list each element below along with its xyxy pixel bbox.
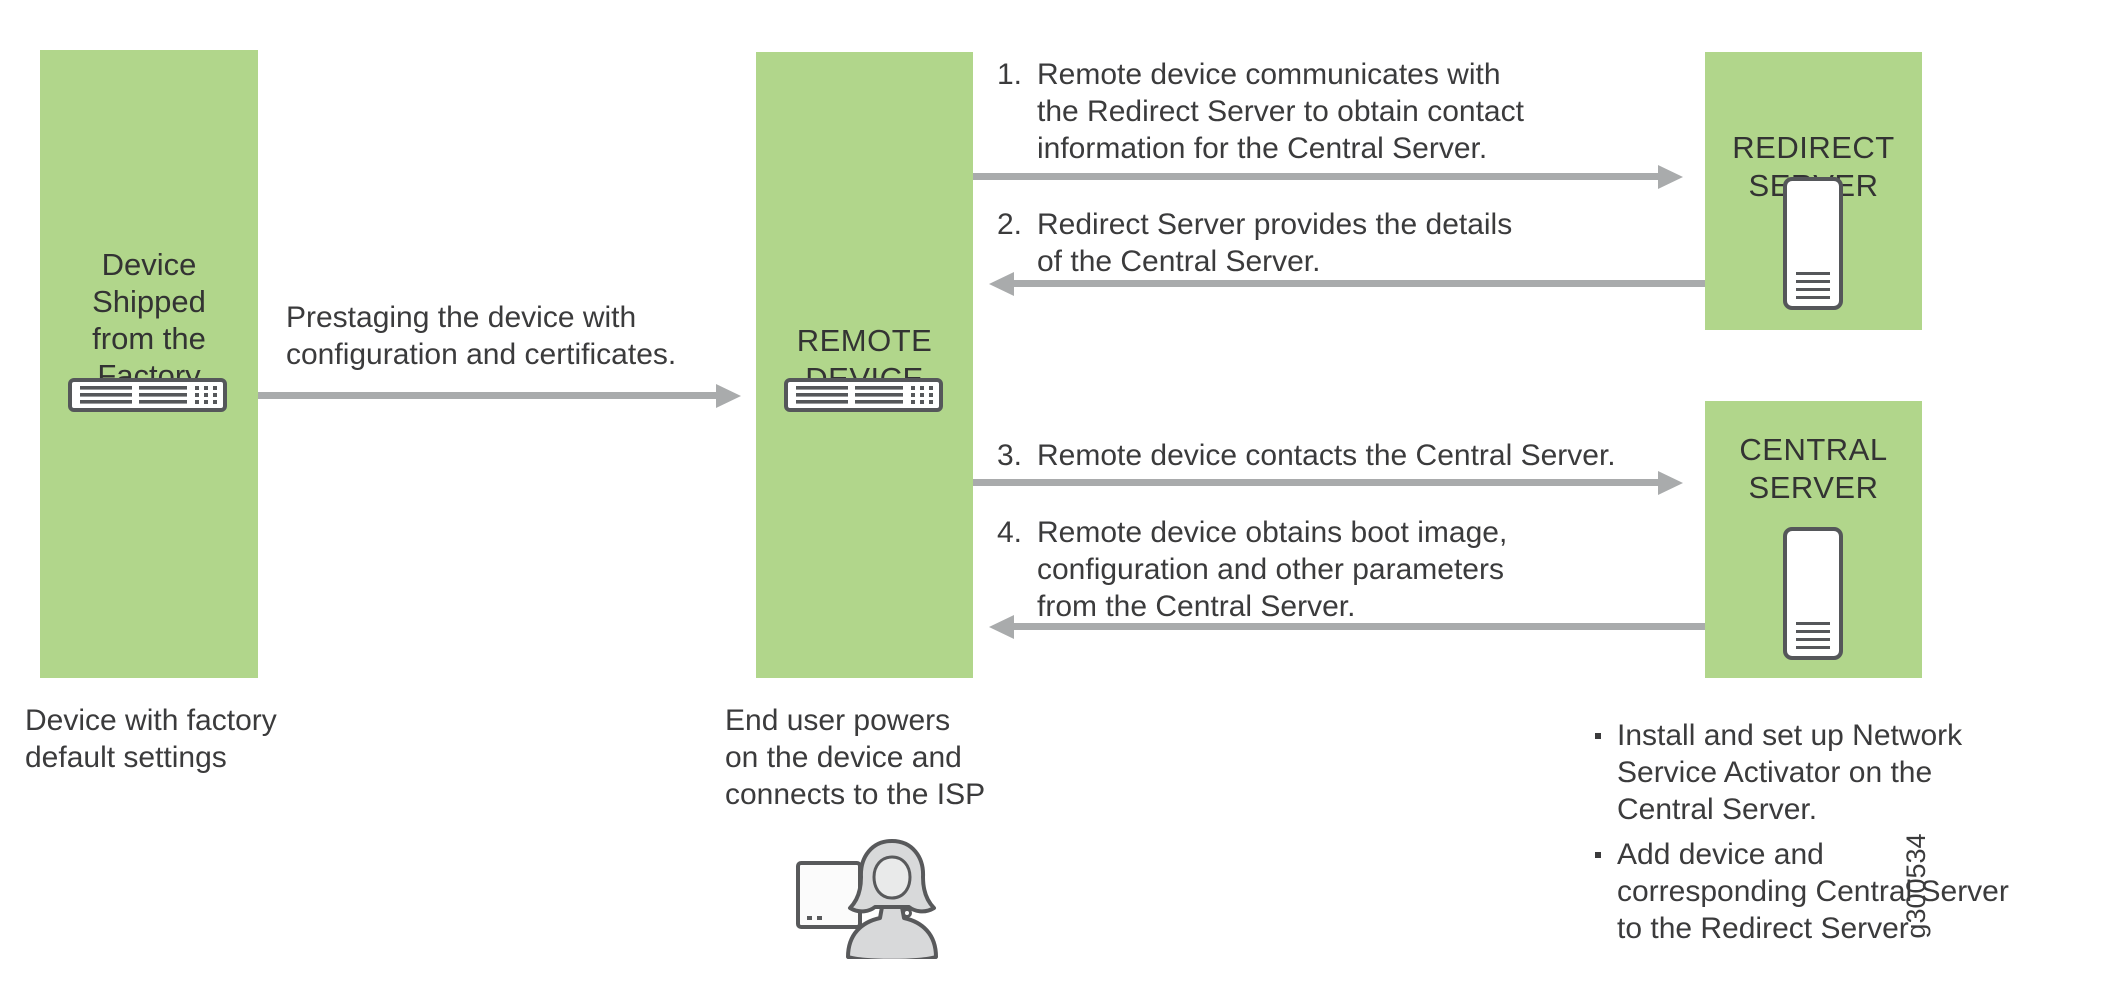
remote-label-line: REMOTE — [796, 323, 933, 358]
step-4-text: 4. Remote device obtains boot image, con… — [997, 514, 1507, 625]
note-line: Service Activator on the — [1617, 756, 1933, 789]
step-3-arrow — [973, 470, 1683, 495]
factory-label-line: Shipped — [92, 284, 206, 319]
end-user-caption: End user powers on the device and connec… — [725, 702, 985, 813]
factory-caption-line: default settings — [25, 741, 227, 774]
step-4-arrow — [989, 614, 1705, 639]
step-2-number: 2. — [997, 208, 1023, 241]
step-3-text: 3. Remote device contacts the Central Se… — [997, 437, 1616, 474]
server-tower-icon — [1783, 177, 1843, 310]
step-4-line: from the Central Server. — [1037, 590, 1356, 623]
redirect-label-line: REDIRECT — [1732, 130, 1895, 165]
factory-label-line: Device — [101, 247, 197, 282]
step-2-text: 2. Redirect Server provides the details … — [997, 206, 1512, 280]
rack-device-icon — [68, 378, 227, 412]
end-user-caption-line: on the device and — [725, 741, 962, 774]
bullet-icon — [1595, 852, 1601, 858]
step-4-number: 4. — [997, 516, 1023, 549]
step-1-text: 1. Remote device communicates with the R… — [997, 56, 1524, 167]
redirect-server-box: REDIRECT SERVER — [1705, 52, 1922, 330]
prestage-label-line: configuration and certificates. — [286, 338, 677, 371]
central-box-label: CENTRAL SERVER — [1705, 431, 1922, 507]
factory-device-box: Device Shipped from the Factory — [40, 50, 258, 678]
step-1-line: the Redirect Server to obtain contact — [1037, 95, 1524, 128]
end-user-caption-line: End user powers — [725, 704, 951, 737]
step-3-number: 3. — [997, 439, 1023, 472]
note-line: to the Redirect Server — [1617, 912, 1909, 945]
step-2-line: Redirect Server provides the details — [1037, 208, 1513, 241]
note-line: Central Server. — [1617, 793, 1818, 826]
step-1-arrow — [973, 164, 1683, 189]
factory-label-line: from the — [92, 321, 206, 356]
step-1-line: information for the Central Server. — [1037, 132, 1488, 165]
step-4-line: configuration and other parameters — [1037, 553, 1504, 586]
note-line: Install and set up Network — [1617, 719, 1963, 752]
redirect-box-label: REDIRECT SERVER — [1705, 129, 1922, 205]
remote-device-box: REMOTE DEVICE — [756, 52, 973, 678]
note-add-device: Add device and corresponding Central Ser… — [1595, 836, 2009, 947]
factory-box-label: Device Shipped from the Factory — [40, 246, 258, 394]
note-install-nsa: Install and set up Network Service Activ… — [1595, 717, 2009, 828]
note-line: corresponding Central Server — [1617, 875, 2009, 908]
central-server-box: CENTRAL SERVER — [1705, 401, 1922, 678]
note-line: Add device and — [1617, 838, 1824, 871]
step-3-line: Remote device contacts the Central Serve… — [1037, 439, 1616, 472]
server-tower-icon — [1783, 527, 1843, 660]
bullet-icon — [1595, 733, 1601, 739]
step-2-arrow — [989, 271, 1705, 296]
central-server-notes: Install and set up Network Service Activ… — [1595, 717, 2009, 947]
rack-device-icon — [784, 378, 943, 412]
central-label-line: CENTRAL — [1739, 432, 1888, 467]
step-1-line: Remote device communicates with — [1037, 58, 1501, 91]
end-user-caption-line: connects to the ISP — [725, 778, 986, 811]
factory-caption: Device with factory default settings — [25, 702, 277, 776]
step-1-number: 1. — [997, 58, 1023, 91]
end-user-computer-icon — [796, 839, 938, 959]
figure-id-watermark: g300534 — [1901, 833, 1931, 939]
prestage-label-line: Prestaging the device with — [286, 301, 637, 334]
factory-caption-line: Device with factory — [25, 704, 277, 737]
central-label-line: SERVER — [1748, 470, 1879, 505]
prestage-label: Prestaging the device with configuration… — [286, 299, 676, 373]
step-2-line: of the Central Server. — [1037, 245, 1321, 278]
prestage-arrow — [258, 383, 741, 408]
step-4-line: Remote device obtains boot image, — [1037, 516, 1508, 549]
